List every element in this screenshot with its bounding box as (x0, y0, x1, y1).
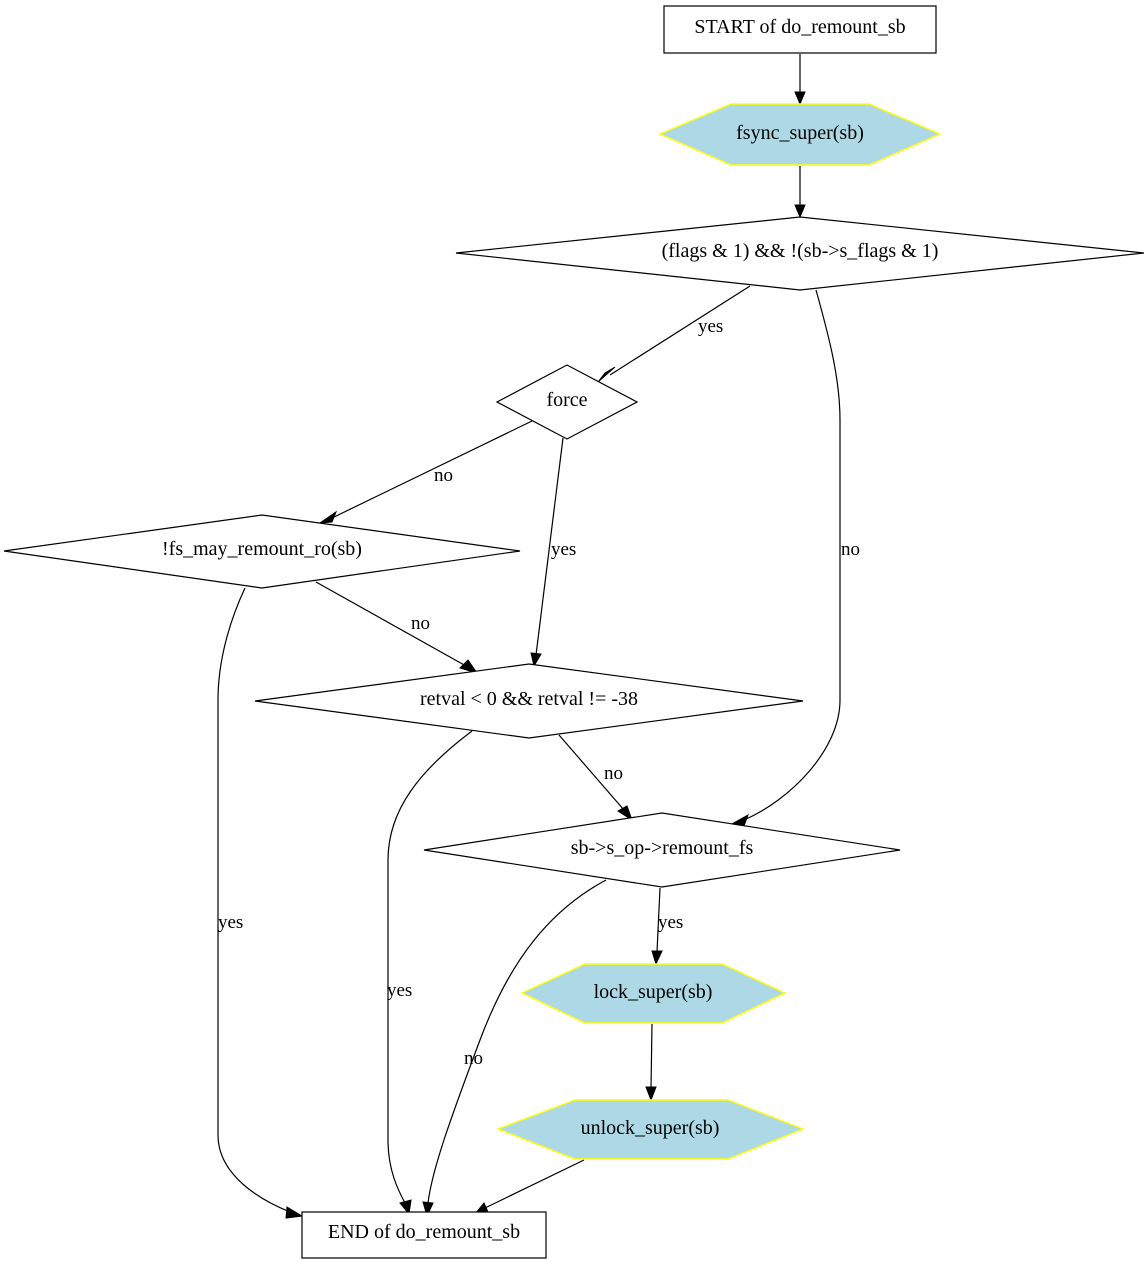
edges (217, 54, 841, 1219)
edge-force-yes-to-retval (530, 437, 564, 668)
edge-remount-no-to-end (422, 879, 607, 1218)
edge-label-mayro-yes: yes (218, 912, 243, 933)
edge-label-retval-no: no (604, 763, 623, 784)
flags-condition-label: (flags & 1) && !(sb->s_flags & 1) (662, 240, 939, 262)
edge-start-to-fsync (794, 54, 806, 106)
lock-super-label: lock_super(sb) (594, 981, 713, 1003)
edge-labels: yes no no yes no yes no yes yes no (218, 316, 860, 1069)
fs-may-remount-ro-condition-node: !fs_may_remount_ro(sb) (3, 514, 521, 589)
edge-flags-no-to-remount (730, 289, 841, 827)
retval-condition-node: retval < 0 && retval != -38 (254, 663, 804, 739)
lock-super-node: lock_super(sb) (520, 963, 787, 1024)
edge-force-no-to-mayro (318, 420, 533, 524)
edge-lock-to-unlock (645, 1023, 657, 1102)
fs-may-remount-ro-condition-label: !fs_may_remount_ro(sb) (162, 538, 362, 560)
edge-label-retval-yes: yes (387, 980, 412, 1001)
edge-label-remount-no: no (464, 1048, 483, 1069)
end-node: END of do_remount_sb (301, 1211, 547, 1259)
fsync-super-label: fsync_super(sb) (736, 122, 864, 144)
flags-condition-node: (flags & 1) && !(sb->s_flags & 1) (455, 216, 1145, 291)
edge-label-mayro-no: no (411, 613, 430, 634)
edge-fsync-to-flags (794, 166, 806, 219)
remount-fs-condition-node: sb->s_op->remount_fs (423, 812, 901, 888)
edge-mayro-no-to-retval (315, 581, 479, 674)
edge-retval-no-to-remount (558, 734, 633, 822)
edge-retval-yes-to-end (387, 730, 473, 1216)
start-label: START of do_remount_sb (694, 16, 905, 38)
edge-label-flags-no: no (841, 539, 860, 560)
edge-flags-yes-to-force (597, 285, 751, 383)
unlock-super-node: unlock_super(sb) (496, 1099, 805, 1160)
edge-unlock-to-end (473, 1159, 585, 1215)
edge-label-force-no: no (434, 465, 453, 486)
unlock-super-label: unlock_super(sb) (581, 1117, 720, 1139)
edge-label-remount-yes: yes (658, 912, 683, 933)
edge-label-flags-yes: yes (698, 316, 723, 337)
edge-mayro-yes-to-end (217, 587, 304, 1219)
fsync-super-node: fsync_super(sb) (658, 103, 942, 166)
end-label: END of do_remount_sb (328, 1221, 520, 1243)
edge-label-force-yes: yes (551, 539, 576, 560)
nodes: START of do_remount_sb fsync_super(sb) (… (3, 5, 1145, 1259)
retval-condition-label: retval < 0 && retval != -38 (420, 688, 638, 710)
remount-fs-condition-label: sb->s_op->remount_fs (571, 837, 754, 859)
force-condition-label: force (546, 389, 587, 411)
start-node: START of do_remount_sb (663, 5, 937, 54)
edge-remount-yes-to-lock (651, 887, 663, 966)
force-condition-node: force (495, 364, 639, 440)
